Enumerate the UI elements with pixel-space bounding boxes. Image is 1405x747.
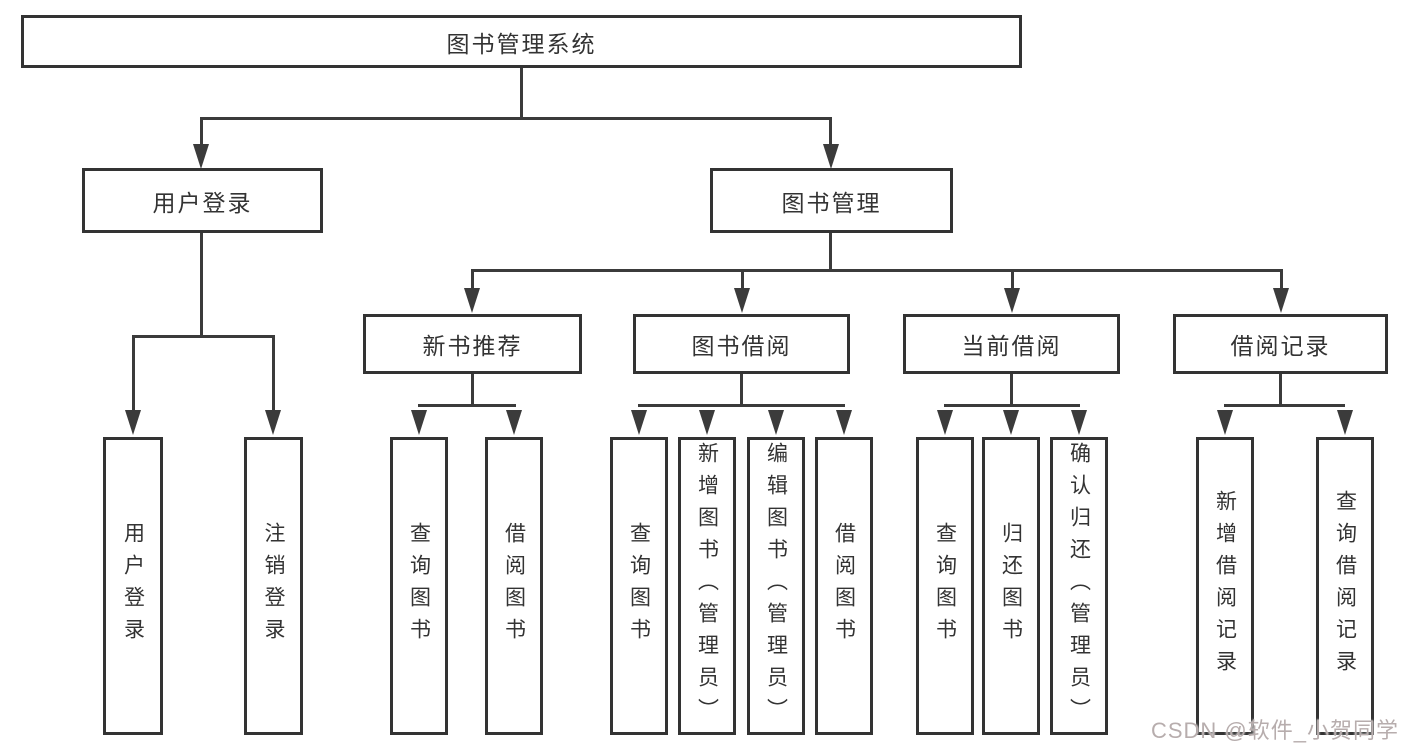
leaf-cb-query-books-label: 查询图书 [933, 522, 957, 650]
leaf-bb-query-books: 查询图书 [610, 437, 668, 735]
arrowhead-cb-query [937, 410, 953, 435]
leaf-cb-return-books: 归还图书 [982, 437, 1040, 735]
node-borrow-records: 借阅记录 [1173, 314, 1388, 374]
node-root: 图书管理系统 [21, 15, 1022, 68]
leaf-nb-borrow-books-label: 借阅图书 [502, 522, 526, 650]
node-new-book-recommend-label: 新书推荐 [422, 333, 523, 359]
leaf-bb-edit-books-admin-label: 编辑图书（管理员） [764, 442, 788, 730]
connector-rb-hline [1224, 404, 1345, 407]
node-book-borrow: 图书借阅 [633, 314, 850, 374]
leaf-logout-label: 注销登录 [262, 522, 285, 650]
leaf-nb-query-books: 查询图书 [390, 437, 448, 735]
connector-mgmt-stub-2 [741, 269, 744, 289]
connector-login-vline [200, 233, 203, 337]
leaf-cb-query-books: 查询图书 [916, 437, 974, 735]
leaf-nb-borrow-books: 借阅图书 [485, 437, 543, 735]
leaf-cb-return-books-label: 归还图书 [999, 522, 1023, 650]
connector-bb-hline [638, 404, 845, 407]
arrowhead-current-borrow [1004, 288, 1020, 313]
arrowhead-bb-borrow [836, 410, 852, 435]
arrowhead-leaf-user-login [125, 410, 141, 435]
node-new-book-recommend: 新书推荐 [363, 314, 582, 374]
node-user-login: 用户登录 [82, 168, 323, 233]
arrowhead-leaf-logout [265, 410, 281, 435]
connector-mgmt-stub-3 [1011, 269, 1014, 289]
arrowhead-book-borrow [734, 288, 750, 313]
arrowhead-cb-confirm [1071, 410, 1087, 435]
connector-nb-vline [471, 374, 474, 406]
leaf-bb-add-books-admin: 新增图书（管理员） [678, 437, 736, 735]
connector-cb-hline [944, 404, 1080, 407]
arrowhead-nb-query [411, 410, 427, 435]
leaf-user-login-label: 用户登录 [121, 522, 145, 650]
node-book-management: 图书管理 [710, 168, 953, 233]
arrowhead-new-book [464, 288, 480, 313]
arrowhead-cb-return [1003, 410, 1019, 435]
connector-login-stub-2 [272, 335, 275, 410]
node-user-login-label: 用户登录 [152, 189, 253, 216]
leaf-rb-query-record-label: 查询借阅记录 [1333, 490, 1357, 682]
connector-mgmt-vline [829, 233, 832, 271]
leaf-rb-add-record: 新增借阅记录 [1196, 437, 1254, 735]
arrowhead-borrow-records [1273, 288, 1289, 313]
connector-mgmt-hline [471, 269, 1283, 272]
connector-root-hline [200, 117, 832, 120]
leaf-nb-query-books-label: 查询图书 [407, 522, 431, 650]
node-current-borrow: 当前借阅 [903, 314, 1120, 374]
connector-cb-vline [1010, 374, 1013, 406]
leaf-bb-borrow-books-label: 借阅图书 [832, 522, 856, 650]
node-root-label: 图书管理系统 [446, 30, 597, 57]
node-book-borrow-label: 图书借阅 [691, 333, 792, 359]
connector-login-stub-1 [132, 335, 135, 410]
leaf-user-login: 用户登录 [103, 437, 163, 735]
arrowhead-nb-borrow [506, 410, 522, 435]
connector-nb-hline [418, 404, 516, 407]
leaf-bb-borrow-books: 借阅图书 [815, 437, 873, 735]
leaf-logout: 注销登录 [244, 437, 303, 735]
arrowhead-bb-add [699, 410, 715, 435]
connector-rb-vline [1279, 374, 1282, 406]
leaf-bb-edit-books-admin: 编辑图书（管理员） [747, 437, 805, 735]
node-borrow-records-label: 借阅记录 [1230, 333, 1331, 359]
connector-root-stub-right [829, 117, 832, 150]
arrowhead-bb-edit [768, 410, 784, 435]
connector-root-stub-left [200, 117, 203, 150]
connector-root-vline [520, 68, 523, 119]
arrowhead-book-management [823, 144, 839, 169]
leaf-rb-add-record-label: 新增借阅记录 [1213, 490, 1237, 682]
connector-login-hline [132, 335, 275, 338]
leaf-rb-query-record: 查询借阅记录 [1316, 437, 1374, 735]
leaf-bb-add-books-admin-label: 新增图书（管理员） [695, 442, 719, 730]
connector-bb-vline [740, 374, 743, 406]
connector-mgmt-stub-4 [1280, 269, 1283, 289]
connector-mgmt-stub-1 [471, 269, 474, 289]
leaf-cb-confirm-return-admin: 确认归还（管理员） [1050, 437, 1108, 735]
arrowhead-user-login [193, 144, 209, 169]
node-book-management-label: 图书管理 [781, 189, 882, 216]
arrowhead-rb-query [1337, 410, 1353, 435]
arrowhead-rb-add [1217, 410, 1233, 435]
node-current-borrow-label: 当前借阅 [961, 333, 1062, 359]
arrowhead-bb-query [631, 410, 647, 435]
leaf-bb-query-books-label: 查询图书 [627, 522, 651, 650]
csdn-watermark: CSDN @软件_小贺同学 [1150, 718, 1399, 743]
leaf-cb-confirm-return-admin-label: 确认归还（管理员） [1067, 442, 1091, 730]
